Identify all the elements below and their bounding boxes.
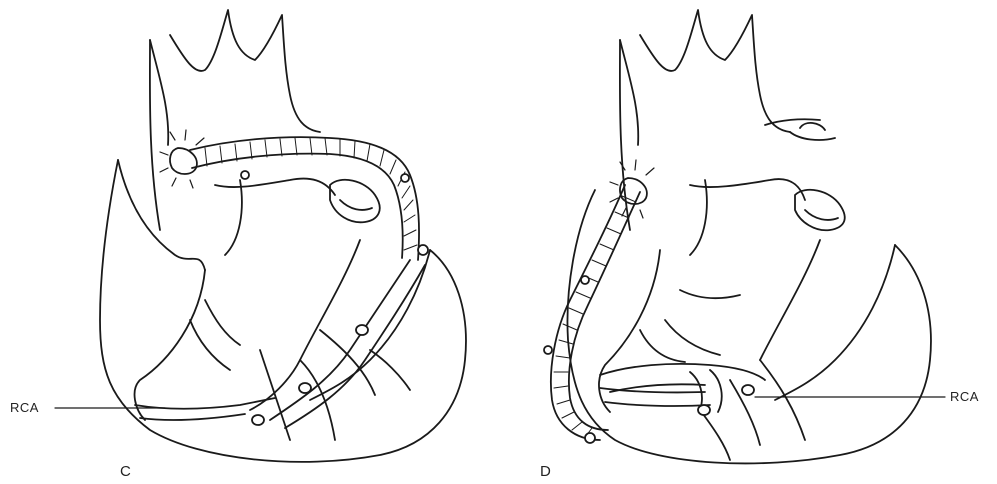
heart-drawing-d (544, 10, 931, 463)
rca-label-d: RCA (950, 389, 979, 404)
rca-label-c: RCA (10, 400, 39, 415)
heart-drawing-c (100, 10, 466, 462)
great-vessels-c (150, 10, 320, 145)
graft-c (190, 137, 419, 260)
graft-d (551, 185, 625, 440)
panel-letter-c: C (120, 463, 131, 480)
panel-letter-d: D (540, 463, 551, 480)
